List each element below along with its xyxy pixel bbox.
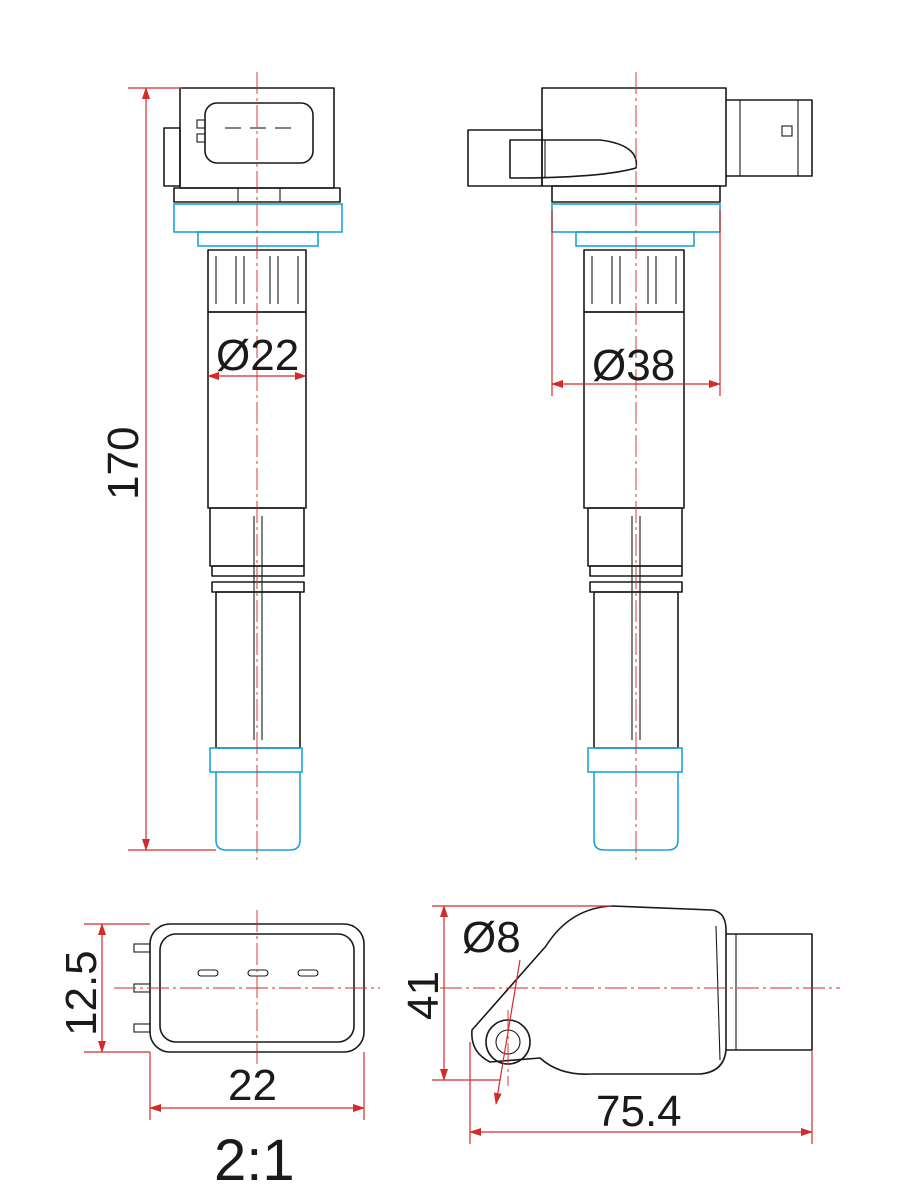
dim-top-height-label: 41: [399, 971, 448, 1020]
dim-height-label: 170: [99, 427, 148, 500]
dim-body-diameter-label: Ø22: [216, 331, 299, 380]
dim-connector-width-label: 22: [228, 1061, 277, 1110]
side-view: [467, 72, 813, 864]
scale-label: 2:1: [214, 1128, 295, 1193]
dim-connector-height-label: 12.5: [57, 950, 106, 1036]
connector-view: [114, 910, 380, 1066]
front-view: [163, 72, 343, 864]
dim-mount-hole-label: Ø8: [462, 913, 521, 962]
top-view: [440, 905, 840, 1086]
dim-flange-diameter-label: Ø38: [592, 341, 675, 390]
dimension-lines: [84, 87, 813, 1144]
dim-top-length-label: 75.4: [596, 1087, 682, 1136]
